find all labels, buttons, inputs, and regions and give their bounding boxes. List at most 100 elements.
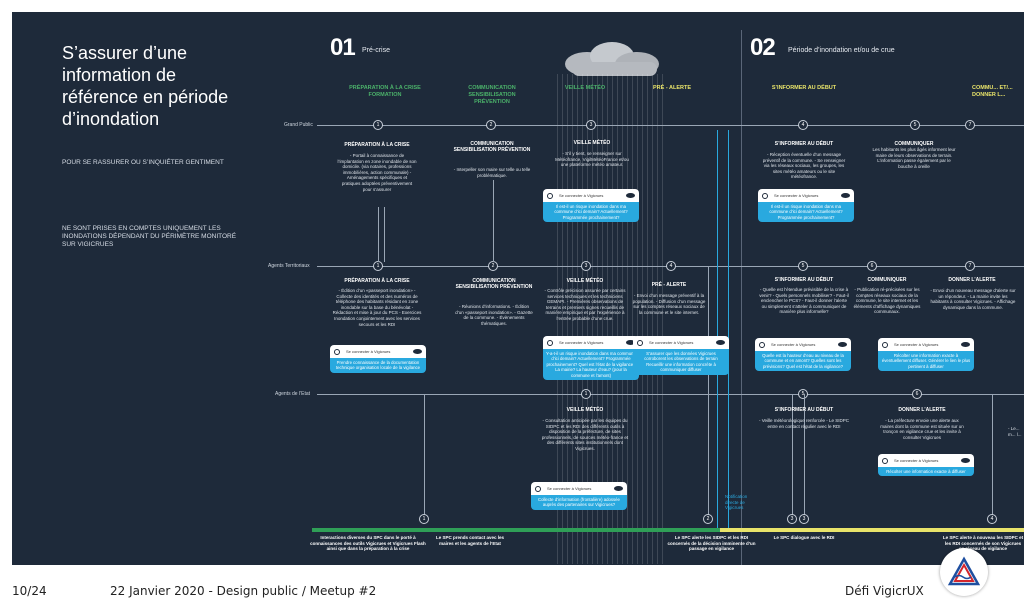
node-bottom-3b: 3: [799, 514, 809, 524]
card-text: Y-a-t-il un risque inondation dans ma co…: [543, 349, 639, 381]
block-text: - Réunions d’informations. - Édition d’u…: [455, 304, 533, 326]
node-at-2: 2: [488, 261, 498, 271]
row-label-agents-territoriaux: Agents Territoriaux: [268, 263, 310, 269]
phase-1-label: Pré-crise: [362, 47, 391, 54]
card-text: Prendre connaissance de la documentation…: [330, 358, 426, 373]
block-text: - Interpeller son maire sur telle ou tel…: [453, 167, 531, 178]
page-number: 10/24: [12, 584, 47, 598]
node-gp-4: 4: [798, 120, 808, 130]
notification-label: Notification directe de Vigicrues: [725, 494, 748, 511]
notification-line: [728, 130, 729, 532]
connector: [378, 207, 379, 262]
column-s-informer: S’INFORMER AU DÉBUT: [771, 85, 837, 91]
block-text: - Le... m... l...: [1008, 426, 1022, 437]
column-communiquer-alerte: COMMU... ET/... DONNER L...: [972, 85, 1013, 98]
eye-icon: [961, 342, 970, 347]
phase-2-number: 02: [750, 34, 776, 61]
bottom-label: Le SPC dialogue avec le RDI: [773, 535, 835, 540]
node-bottom-1: 1: [419, 514, 429, 524]
node-at-7: 7: [965, 261, 975, 271]
card-login-label: Se connecter à Vigicrues: [894, 342, 939, 347]
bottom-label: Le SPC alerte à nouveau les SIDPC et les…: [942, 535, 1024, 551]
row-label-agents-etat: Agents de l’Etat: [275, 391, 311, 397]
eye-icon: [961, 458, 970, 463]
card-login-label: Se connecter à Vigicrues: [559, 340, 604, 345]
node-bottom-3: 3: [787, 514, 797, 524]
search-icon: [535, 485, 541, 492]
card-login-label: Se connecter à Vigicrues: [649, 340, 694, 345]
node-bottom-2: 2: [703, 514, 713, 524]
eye-icon: [841, 193, 850, 198]
eye-icon: [626, 193, 635, 198]
card-text: Il est-il un risque inondation dans ma c…: [543, 202, 639, 223]
slide: S’assurer d’une information de référence…: [12, 12, 1024, 565]
vigicrues-card[interactable]: Se connecter à Vigicrues Quelle est la h…: [755, 338, 851, 372]
node-gp-3: 3: [586, 120, 596, 130]
block-title: COMMUNICATION SENSIBILISATION PRÉVENTION: [455, 278, 533, 290]
card-login-label: Se connecter à Vigicrues: [346, 349, 391, 354]
vigicrues-card[interactable]: Se connecter à Vigicrues Y-a-t-il un ris…: [543, 336, 639, 381]
search-icon: [882, 457, 888, 464]
eye-icon: [838, 342, 847, 347]
vigicrues-card[interactable]: Se connecter à Vigicrues Collecte d’info…: [531, 482, 627, 510]
node-gp-2: 2: [486, 120, 496, 130]
search-icon: [334, 348, 340, 355]
row-label-grand-public: Grand Public: [284, 122, 313, 128]
brand-label: Défi VigicrUX: [845, 584, 924, 598]
block-text: - Contrôle précision assurée par certain…: [544, 288, 626, 321]
card-login-label: Se connecter à Vigicrues: [894, 458, 939, 463]
eye-icon: [626, 340, 635, 345]
search-icon: [759, 341, 765, 348]
block-title: PRÉ - ALERTE: [651, 282, 687, 288]
vigicrues-card[interactable]: Se connecter à Vigicrues S’assurer que l…: [633, 336, 729, 375]
vigicrux-logo: [940, 548, 988, 596]
block-title: DONNER L’ALERTE: [898, 407, 946, 413]
vigicrues-card[interactable]: Se connecter à Vigicrues Récolter une in…: [878, 454, 974, 477]
node-gp-1: 1: [373, 120, 383, 130]
connector: [992, 394, 993, 522]
connector: [493, 180, 494, 262]
vigicrues-card[interactable]: Se connecter à Vigicrues Prendre connais…: [330, 345, 426, 373]
node-at-5: 5: [798, 261, 808, 271]
phase-1-number: 01: [330, 34, 356, 61]
node-gp-5: 5: [910, 120, 920, 130]
notification-line: [717, 130, 718, 532]
block-text: - Envoi d’un message préventif à la popu…: [632, 293, 706, 315]
node-at-3: 3: [581, 261, 591, 271]
block-title: VEILLE MÉTÉO: [573, 140, 611, 146]
node-ae-1: 1: [581, 389, 591, 399]
footer: 10/24 22 Janvier 2020 - Design public / …: [0, 573, 1024, 609]
block-text: - Veille météorologique renforcée - Le S…: [758, 418, 850, 429]
block-text: - Quelle est l’étendue prévisible de la …: [759, 287, 849, 315]
connector: [384, 207, 385, 262]
column-communication: COMMUNICATION SENSIBILISATION PRÉVENTION: [468, 85, 516, 105]
block-title: S’INFORMER AU DÉBUT: [774, 277, 834, 283]
intro-subtitle: POUR SE RASSURER OU S’INQUIÉTER GENTIMEN…: [62, 159, 224, 166]
search-icon: [882, 341, 888, 348]
block-title: S’INFORMER AU DÉBUT: [774, 407, 834, 413]
timeline-green: [312, 528, 720, 532]
vigicrues-card[interactable]: Se connecter à Vigicrues Il est-il un ri…: [543, 189, 639, 223]
card-text: Quelle est la hauteur d’eau au niveau de…: [755, 351, 851, 372]
block-title: VEILLE MÉTÉO: [566, 278, 604, 284]
row-line-agents-etat: [317, 394, 1024, 395]
block-text: - S’il y tient, se renseigner sur Météof…: [555, 151, 629, 168]
search-icon: [547, 339, 553, 346]
cloud-icon: [565, 42, 659, 76]
block-text: - Réception éventuelle d’un message prév…: [762, 152, 846, 180]
block-text: Les habitants les plus âgés informent le…: [872, 147, 956, 169]
block-title: COMMUNICATION SENSIBILISATION PRÉVENTION: [453, 141, 531, 153]
node-ae-6: 6: [912, 389, 922, 399]
block-title: PRÉPARATION À LA CRISE: [344, 278, 410, 284]
column-veille-meteo: VEILLE MÉTÉO: [564, 85, 606, 91]
card-login-label: Se connecter à Vigicrues: [771, 342, 816, 347]
vigicrues-card[interactable]: Se connecter à Vigicrues Récolter une in…: [878, 338, 974, 372]
vigicrues-card[interactable]: Se connecter à Vigicrues Il est-il un ri…: [758, 189, 854, 223]
page-title: S’assurer d’une information de référence…: [62, 43, 229, 129]
bottom-label: Interactions diverses du SPC dans le por…: [310, 535, 426, 551]
search-icon: [762, 192, 768, 199]
connector: [792, 394, 793, 522]
block-text: - La préfecture envoie une alerte aux ma…: [880, 418, 964, 440]
eye-icon: [614, 486, 623, 491]
block-text: - Envoi d’un nouveau message d’alerte su…: [930, 288, 1016, 310]
